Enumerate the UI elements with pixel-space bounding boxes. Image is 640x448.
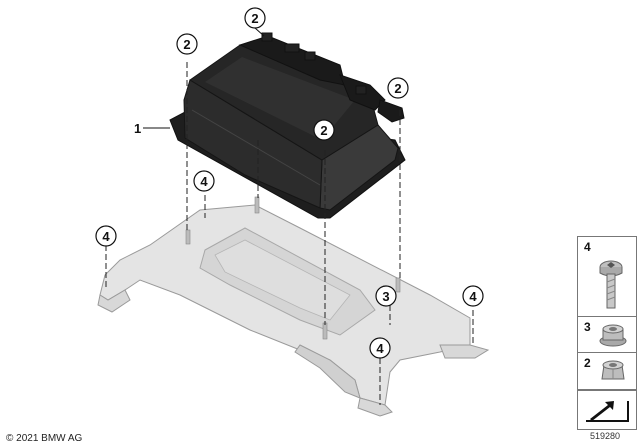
legend-item-hex-nut: 2 (577, 352, 637, 390)
svg-text:4: 4 (469, 289, 477, 304)
svg-text:4: 4 (102, 229, 110, 244)
svg-text:4: 4 (376, 341, 384, 356)
hex-nut-icon (601, 360, 625, 380)
svg-text:2: 2 (183, 37, 190, 52)
diagram-number: 519280 (590, 431, 621, 441)
copyright-text: © 2021 BMW AG (6, 433, 83, 444)
assembly-lines (105, 62, 474, 405)
legend-number: 4 (584, 240, 591, 254)
callout-4-upper: 4 (193, 170, 215, 192)
callout-2-center: 2 (313, 119, 335, 141)
callout-4-left: 4 (95, 225, 117, 247)
svg-text:2: 2 (320, 123, 327, 138)
callout-2-right: 2 (387, 77, 409, 99)
legend-item-flange-nut: 3 (577, 316, 637, 354)
callout-4-bottom: 4 (369, 337, 391, 359)
flange-nut-icon (599, 324, 627, 347)
callout-2-top: 2 (244, 7, 266, 37)
callout-1: 1 (134, 121, 170, 136)
svg-text:2: 2 (251, 11, 258, 26)
legend-number: 2 (584, 356, 591, 370)
bolt-icon (599, 260, 623, 309)
control-module (169, 32, 406, 219)
callout-3: 3 (375, 285, 397, 307)
callout-4-right: 4 (462, 285, 484, 307)
legend-number: 3 (584, 320, 591, 334)
svg-text:2: 2 (394, 81, 401, 96)
callout-2-left: 2 (176, 33, 198, 55)
svg-text:4: 4 (200, 174, 208, 189)
svg-text:3: 3 (382, 289, 389, 304)
mounting-bracket (97, 196, 490, 417)
arrow-icon (577, 390, 637, 430)
legend-item-bolt: 4 (577, 236, 637, 318)
svg-text:1: 1 (134, 121, 141, 136)
